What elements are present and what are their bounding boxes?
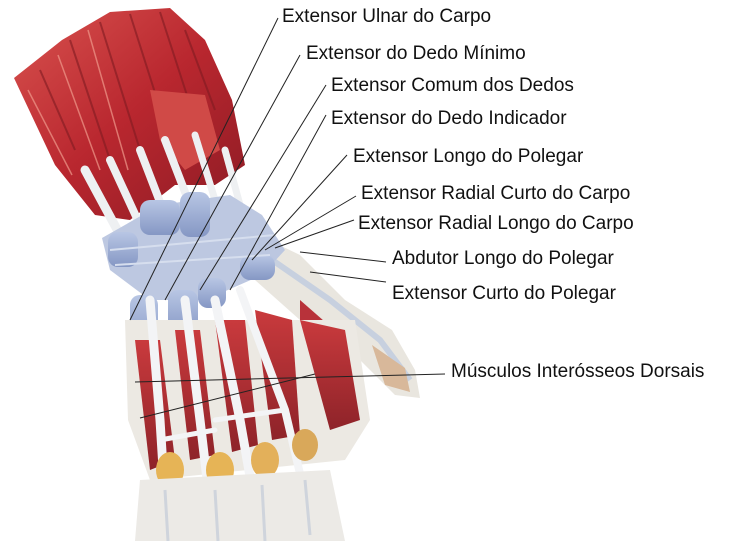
leader-line-radial-curto xyxy=(265,196,356,250)
label-extensor-radial-longo-carpo: Extensor Radial Longo do Carpo xyxy=(358,213,634,235)
label-extensor-comum-dedos: Extensor Comum dos Dedos xyxy=(331,75,574,97)
label-extensor-dedo-minimo: Extensor do Dedo Mínimo xyxy=(306,43,526,65)
label-musculos-interosseos-dorsais: Músculos Interósseos Dorsais xyxy=(451,361,704,383)
leader-line-radial-longo xyxy=(275,220,354,248)
label-extensor-longo-polegar: Extensor Longo do Polegar xyxy=(353,146,583,168)
label-extensor-ulnar-carpo: Extensor Ulnar do Carpo xyxy=(282,6,491,28)
leader-line-longo-polegar xyxy=(252,155,347,260)
label-extensor-curto-polegar: Extensor Curto do Polegar xyxy=(392,283,616,305)
label-extensor-radial-curto-carpo: Extensor Radial Curto do Carpo xyxy=(361,183,630,205)
label-abdutor-longo-polegar: Abdutor Longo do Polegar xyxy=(392,248,614,270)
leader-line-abdutor-longo xyxy=(300,252,386,262)
label-extensor-dedo-indicador: Extensor do Dedo Indicador xyxy=(331,108,567,130)
